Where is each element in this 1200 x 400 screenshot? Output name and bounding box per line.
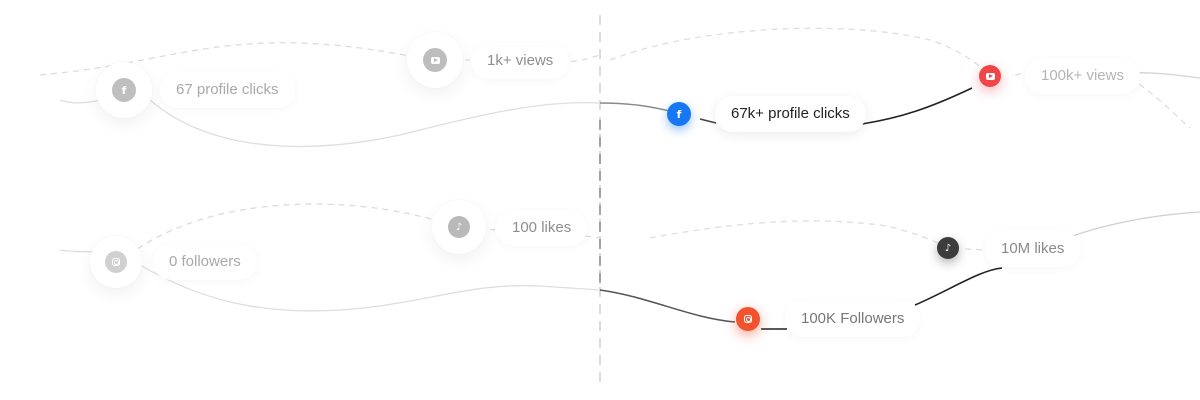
left-tiktok-stat: 100 likes — [496, 210, 588, 246]
curve-left-bottom-dashed — [119, 203, 601, 263]
youtube-icon — [423, 48, 447, 72]
tiktok-icon: ♪ — [937, 237, 959, 259]
left-instagram-node — [86, 232, 146, 292]
instagram-icon — [105, 251, 127, 273]
curve-right-top-dashed — [609, 27, 1191, 129]
instagram-icon — [736, 307, 760, 331]
right-instagram-node — [718, 289, 778, 349]
curve-right-bottom-solid — [599, 289, 736, 323]
facebook-icon: f — [112, 78, 136, 102]
facebook-icon: f — [667, 102, 691, 126]
right-facebook-node: f — [649, 84, 709, 144]
left-facebook-node: f — [92, 58, 156, 122]
right-youtube-node — [960, 46, 1020, 106]
right-tiktok-stat: 10M likes — [985, 231, 1081, 267]
right-instagram-stat: 100K Followers — [785, 301, 921, 337]
left-tiktok-node: ♪ — [429, 197, 489, 257]
left-youtube-node — [405, 30, 465, 90]
curve-right-bottom-dashed — [649, 220, 989, 251]
tiktok-icon: ♪ — [448, 216, 470, 238]
left-youtube-stat: 1k+ views — [471, 43, 570, 79]
right-tiktok-node: ♪ — [918, 218, 978, 278]
right-youtube-stat: 100k+ views — [1025, 58, 1140, 94]
left-instagram-stat: 0 followers — [153, 244, 257, 280]
youtube-icon — [979, 65, 1001, 87]
right-facebook-stat: 67k+ profile clicks — [715, 96, 866, 132]
left-facebook-stat: 67 profile clicks — [160, 72, 295, 108]
